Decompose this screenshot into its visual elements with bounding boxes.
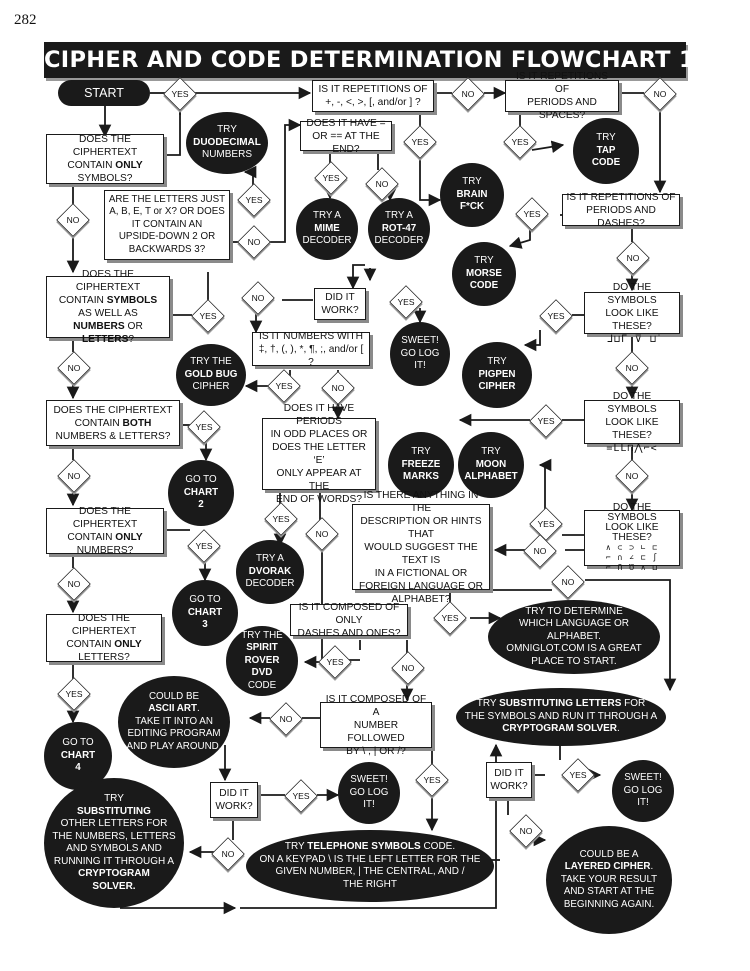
try-duodecimal: TRY DUODECIMAL NUMBERS xyxy=(186,112,268,174)
decision-no: NO xyxy=(524,535,556,567)
decision-no: NO xyxy=(552,566,584,598)
q-symbols-and-numbers-letters: DOES THE CIPHERTEXT CONTAIN SYMBOLS AS W… xyxy=(46,269,170,345)
flowchart-title: CIPHER AND CODE DETERMINATION FLOWCHART … xyxy=(44,42,695,78)
decision-no: NO xyxy=(58,568,90,600)
sweet-go-log-2: SWEET! GO LOG IT! xyxy=(338,762,400,824)
decision-no: NO xyxy=(58,460,90,492)
goto-chart-3: GO TO CHART 3 xyxy=(172,580,238,646)
q-equals-at-end: DOES IT HAVE = OR == AT THE END? xyxy=(300,118,392,155)
decision-no: NO xyxy=(212,838,244,870)
q-fictional-language: IS THERE ANYTHING IN THE DESCRIPTION OR … xyxy=(352,490,490,605)
try-dvorak: TRY A DVORAK DECODER xyxy=(236,540,304,604)
decision-no: NO xyxy=(644,78,676,110)
decision-yes: YES xyxy=(416,764,448,796)
decision-yes: YES xyxy=(390,286,422,318)
q-moon-symbols: DO THE SYMBOLS LOOK LIKE THESE? ∧ ⊂ ⊃ ∟ … xyxy=(584,502,680,572)
decision-no: NO xyxy=(510,815,542,847)
try-telephone-symbols: TRY TELEPHONE SYMBOLS CODE. ON A KEYPAD … xyxy=(246,830,494,902)
try-determine-language: TRY TO DETERMINE WHICH LANGUAGE OR ALPHA… xyxy=(488,600,660,674)
decision-yes: YES xyxy=(268,370,300,402)
could-be-layered-cipher: COULD BE A LAYERED CIPHER. TAKE YOUR RES… xyxy=(546,826,672,934)
q-both-numbers-letters: DOES THE CIPHERTEXT CONTAIN BOTH NUMBERS… xyxy=(46,400,180,446)
decision-yes: YES xyxy=(562,759,594,791)
decision-yes: YES xyxy=(540,300,572,332)
decision-no: NO xyxy=(238,226,270,258)
decision-no: NO xyxy=(57,204,89,236)
decision-yes: YES xyxy=(434,602,466,634)
decision-no: NO xyxy=(616,460,648,492)
decision-yes: YES xyxy=(238,184,270,216)
q-repetitions-periods-dashes: IS IT REPETITIONS OF PERIODS AND DASHES? xyxy=(562,192,680,229)
try-substituting-other: TRY SUBSTITUTING OTHER LETTERS FOR THE N… xyxy=(44,778,184,908)
try-moon-alphabet: TRY MOON ALPHABET xyxy=(458,432,524,498)
decision-no: NO xyxy=(392,652,424,684)
decision-yes: YES xyxy=(58,678,90,710)
start-node: START xyxy=(58,80,150,106)
decision-yes: YES xyxy=(530,508,562,540)
try-mime: TRY A MIME DECODER xyxy=(296,198,358,260)
try-freeze-marks: TRY FREEZE MARKS xyxy=(388,432,454,498)
q-freeze-symbols: DO THE SYMBOLS LOOK LIKE THESE? =ll⊓⋀⌐< xyxy=(584,391,680,454)
try-morse: TRY MORSE CODE xyxy=(452,242,516,306)
decision-no: NO xyxy=(366,168,398,200)
decision-no: NO xyxy=(58,352,90,384)
sweet-go-log-1: SWEET! GO LOG IT! xyxy=(390,322,450,386)
could-be-ascii-art: COULD BE ASCII ART. TAKE IT INTO AN EDIT… xyxy=(118,676,230,768)
decision-no: NO xyxy=(270,703,302,735)
decision-yes: YES xyxy=(188,530,220,562)
q-number-followed-by-slash: IS IT COMPOSED OF A NUMBER FOLLOWED BY \… xyxy=(320,694,432,757)
q-letters-abetx: ARE THE LETTERS JUST A, B, E, T or X? OR… xyxy=(104,190,230,260)
q-did-it-work-3: DID IT WORK? xyxy=(486,762,532,798)
try-substituting-letters-symbols: TRY SUBSTITUTING LETTERS FOR THE SYMBOLS… xyxy=(456,688,666,746)
decision-yes: YES xyxy=(516,198,548,230)
try-spirit-rover: TRY THE SPIRIT ROVER DVD CODE xyxy=(226,626,298,696)
q-dashes-and-ones: IS IT COMPOSED OF ONLY DASHES AND ONES? xyxy=(290,602,408,639)
q-numbers-with-symbols: IS IT NUMBERS WITH ‡, †, (, ), *, ¶, ;, … xyxy=(252,331,370,368)
decision-yes: YES xyxy=(315,162,347,194)
decision-yes: YES xyxy=(404,126,436,158)
q-repetitions-periods-spaces: IS IT REPETITIONS OF PERIODS AND SPACES? xyxy=(505,71,619,121)
decision-no: NO xyxy=(616,352,648,384)
try-brainfck: TRY BRAIN F*CK xyxy=(440,163,504,227)
page-number: 282 xyxy=(14,12,37,28)
goto-chart-2: GO TO CHART 2 xyxy=(168,460,234,526)
decision-no: NO xyxy=(617,242,649,274)
q-periods-odd-places: DOES IT HAVE PERIODS IN ODD PLACES OR DO… xyxy=(262,403,376,505)
decision-no: NO xyxy=(242,282,274,314)
q-only-numbers: DOES THE CIPHERTEXT CONTAIN ONLY NUMBERS… xyxy=(46,506,164,556)
decision-yes: YES xyxy=(188,411,220,443)
decision-yes: YES xyxy=(530,405,562,437)
decision-yes: YES xyxy=(192,300,224,332)
decision-yes: YES xyxy=(164,78,196,110)
q-did-it-work-2: DID IT WORK? xyxy=(210,782,258,818)
q-only-letters: DOES THE CIPHERTEXT CONTAIN ONLY LETTERS… xyxy=(46,613,162,663)
decision-yes: YES xyxy=(319,646,351,678)
decision-yes: YES xyxy=(504,126,536,158)
q-pigpen-symbols: DO THE SYMBOLS LOOK LIKE THESE? ᒧ⊔ᒥ ⊽ ⊔̇ xyxy=(584,282,680,345)
decision-yes: YES xyxy=(265,503,297,535)
decision-yes: YES xyxy=(285,780,317,812)
q-did-it-work-1: DID IT WORK? xyxy=(314,288,366,320)
try-goldbug: TRY THE GOLD BUG CIPHER xyxy=(176,344,246,406)
decision-no: NO xyxy=(306,518,338,550)
q-repetitions-symbols: IS IT REPETITIONS OF +, -, <, >, [, and/… xyxy=(312,80,434,112)
decision-no: NO xyxy=(322,372,354,404)
try-rot47: TRY A ROT-47 DECODER xyxy=(368,198,430,260)
try-pigpen: TRY PIGPEN CIPHER xyxy=(462,342,532,408)
decision-no: NO xyxy=(452,78,484,110)
try-tap-code: TRY TAP CODE xyxy=(573,118,639,184)
q-only-symbols: DOES THE CIPHERTEXT CONTAIN ONLY SYMBOLS… xyxy=(46,134,164,184)
sweet-go-log-3: SWEET! GO LOG IT! xyxy=(612,760,674,822)
